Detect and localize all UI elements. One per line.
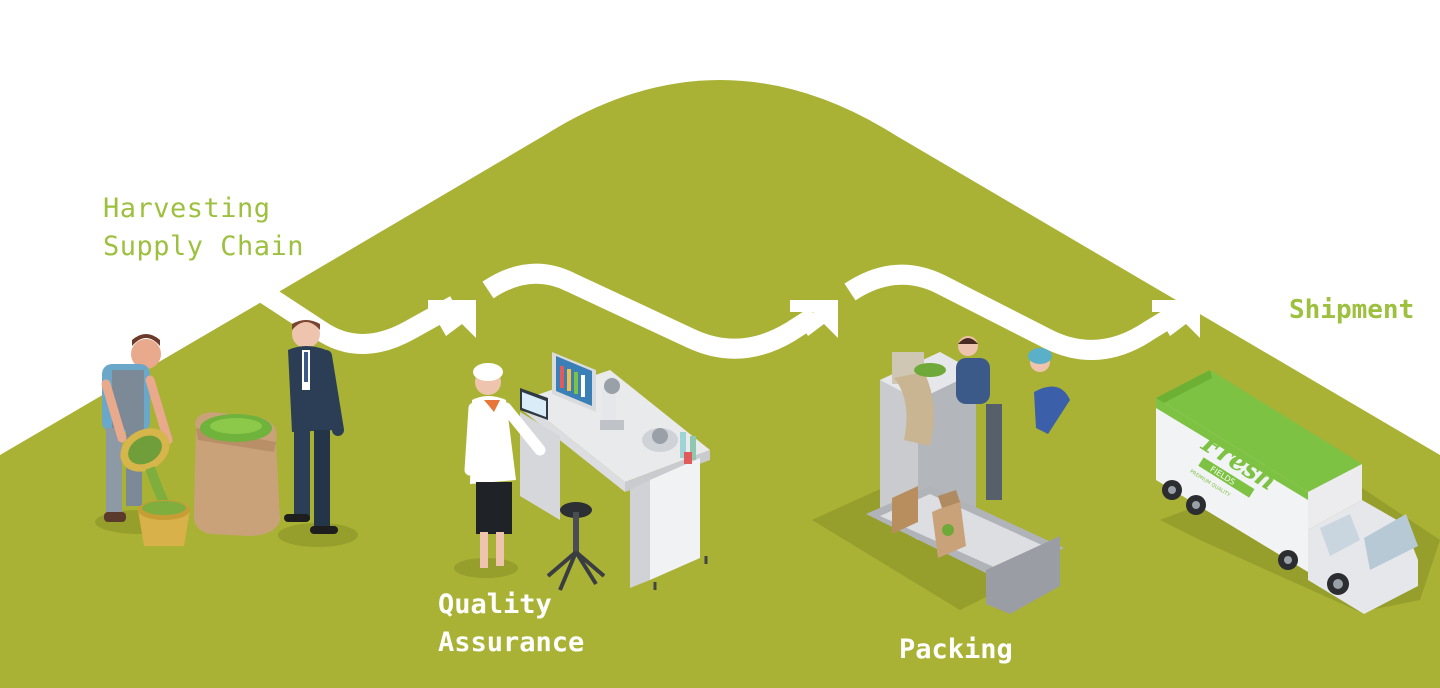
harvesting-label-line2: Supply Chain [103,231,305,262]
lab-equipment [600,378,696,464]
quality-assurance-label: Quality Assurance [438,586,584,662]
scientist-figure [464,363,546,568]
lab-stool [546,502,606,591]
harvest-baskets [120,428,190,546]
shipment-label-text: Shipment [1289,295,1415,325]
harvest-sack [193,412,280,536]
packing-machine [866,352,1064,614]
packing-workers [956,336,1070,500]
quality-label-line1: Quality [438,589,552,620]
quality-label-line2: Assurance [438,627,585,658]
harvesting-scene [95,320,358,547]
shipment-label: Shipment [1289,292,1414,328]
packing-scene [812,336,1070,614]
delivery-truck: Fresh FIELDS PREMIUM QUALITY [1156,370,1440,614]
harvesting-label: Harvesting Supply Chain [103,190,304,266]
farmer-figure [101,334,173,522]
harvesting-label-line1: Harvesting [103,193,271,224]
packing-label: Packing [899,632,1013,668]
hill-background [0,80,1440,688]
packing-label-text: Packing [899,634,1013,665]
arrow-heads [428,300,1200,338]
businessman-figure [284,320,344,534]
lab-scene [454,352,710,591]
flow-arrow [256,263,1184,360]
lab-monitor [520,352,596,420]
